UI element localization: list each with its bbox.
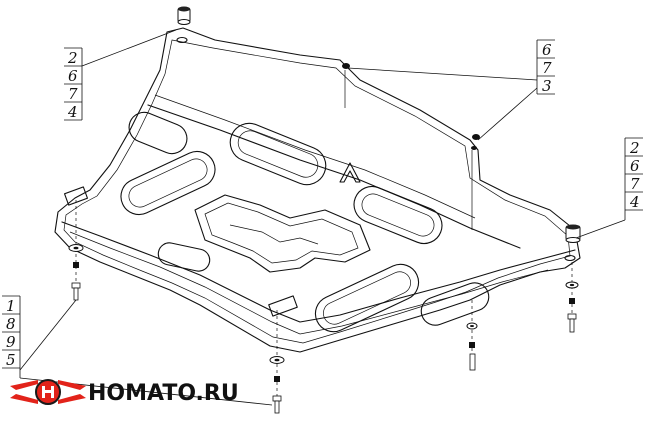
right-mid-bolt-stack bbox=[466, 300, 478, 372]
callout-bl-3: 9 bbox=[6, 333, 16, 351]
logo-wings-icon bbox=[10, 380, 86, 404]
skid-plate-outline bbox=[54, 27, 581, 353]
top-left-bushing bbox=[177, 6, 191, 25]
logo-text: HOMATO.RU bbox=[88, 381, 239, 406]
callout-tr-1: 6 bbox=[542, 41, 552, 59]
callout-top-left: 2 6 7 4 bbox=[64, 47, 83, 121]
rear-ridge bbox=[147, 104, 521, 249]
skid-plate-rim bbox=[63, 39, 571, 344]
far-right-bolt-stack bbox=[565, 262, 579, 333]
callout-bottom-left: 1 8 9 5 bbox=[2, 295, 21, 378]
right-bushing bbox=[565, 224, 581, 243]
callout-tl-2: 6 bbox=[68, 67, 78, 85]
callout-r-1: 2 bbox=[629, 139, 640, 157]
callout-r-2: 6 bbox=[630, 157, 640, 175]
callout-tr-2: 7 bbox=[542, 59, 552, 77]
direction-arrow-icon bbox=[339, 162, 361, 183]
callout-top-right: 6 7 3 bbox=[536, 39, 555, 95]
callout-tl-4: 4 bbox=[67, 103, 78, 121]
callout-bl-1: 1 bbox=[6, 297, 16, 315]
left-bolt-stack bbox=[68, 200, 84, 301]
callout-right: 2 6 7 4 bbox=[624, 137, 643, 220]
front-fold bbox=[61, 221, 576, 323]
mounting-tabs bbox=[64, 36, 576, 317]
callout-r-3: 7 bbox=[630, 175, 640, 193]
front-fold-inner bbox=[69, 231, 549, 335]
callout-tl-1: 2 bbox=[67, 49, 78, 67]
top-right-nut bbox=[342, 63, 480, 150]
rear-ridge-inner bbox=[154, 94, 476, 219]
callout-tr-3: 3 bbox=[542, 77, 552, 95]
callout-tl-3: 7 bbox=[68, 85, 78, 103]
callout-bl-2: 8 bbox=[6, 315, 16, 333]
center-bolt-stack bbox=[269, 310, 285, 414]
homato-logo: HOMATO.RU bbox=[10, 379, 239, 406]
leader-lines bbox=[19, 29, 626, 406]
callout-bl-4: 5 bbox=[6, 351, 16, 369]
callout-r-4: 4 bbox=[629, 193, 640, 211]
stiffening-ribs bbox=[120, 111, 490, 333]
